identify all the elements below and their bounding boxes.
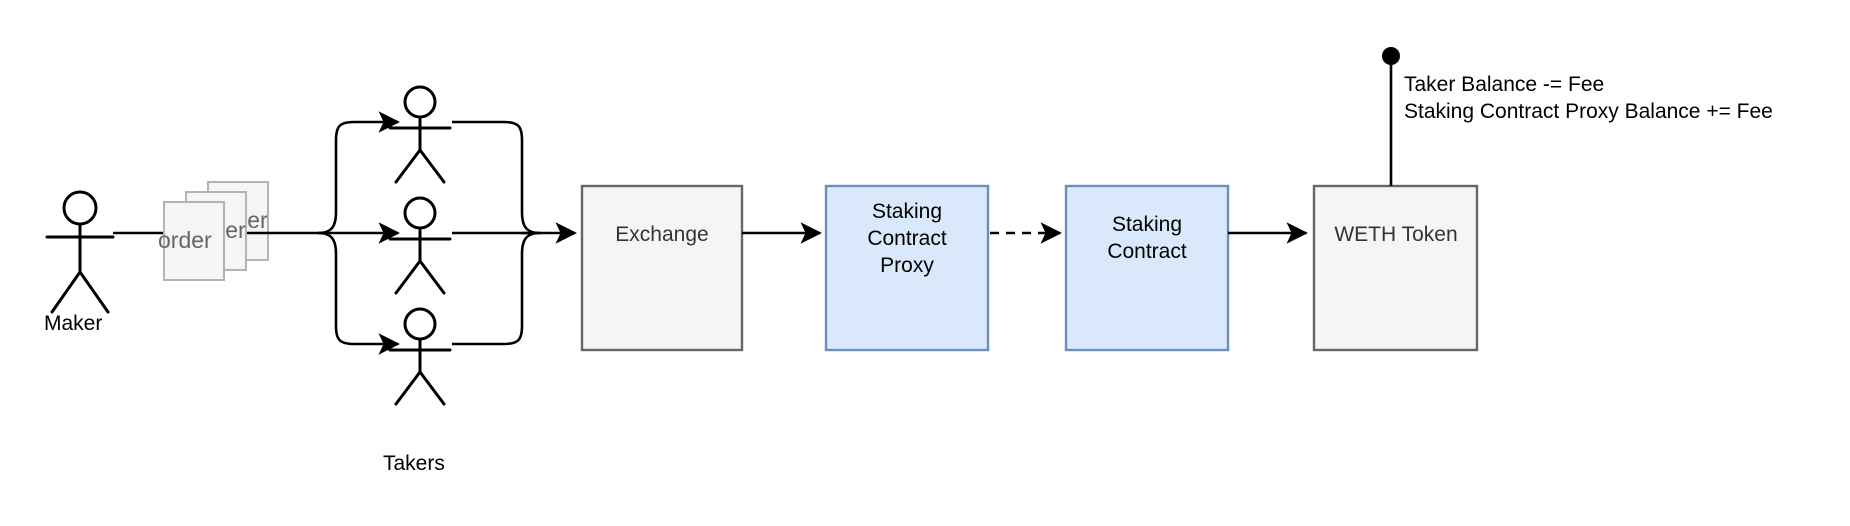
node-weth-token[interactable]: WETH Token	[1312, 184, 1479, 352]
stick-figure-icon	[403, 196, 437, 230]
node-staking-contract-proxy-label-line-2: Contract	[867, 227, 947, 250]
actor-taker-2	[388, 196, 452, 295]
actor-taker-1	[388, 85, 452, 184]
edge-group-orders-to-takers	[247, 111, 400, 355]
actor-label-takers: Takers	[383, 452, 445, 475]
node-weth-token-box[interactable]	[1312, 184, 1479, 352]
taker-1-leg-left	[394, 148, 422, 184]
weth-balance-annotation: Taker Balance -= Fee Staking Contract Pr…	[1382, 47, 1773, 186]
order-card-front	[163, 201, 225, 281]
node-staking-contract-label-line-2: Contract	[1107, 240, 1187, 263]
stick-figure-icon	[403, 307, 437, 341]
stick-figure-icon	[403, 85, 437, 119]
taker-2-leg-right	[418, 259, 446, 295]
node-staking-contract-proxy-label-line-1: Staking	[872, 200, 942, 223]
node-staking-contract-proxy-box[interactable]	[824, 184, 990, 352]
taker-3-leg-left	[394, 370, 422, 406]
node-exchange-box[interactable]	[580, 184, 744, 352]
node-staking-contract-box[interactable]	[1064, 184, 1230, 352]
actor-taker-3: Takers	[383, 307, 452, 475]
node-exchange-label: Exchange	[615, 223, 708, 246]
node-staking-contract-proxy-label-line-3: Proxy	[880, 254, 934, 277]
annotation-line-2: Staking Contract Proxy Balance += Fee	[1404, 100, 1773, 123]
maker-leg-left	[50, 270, 82, 314]
actor-maker: Maker	[44, 190, 115, 335]
edge-group-takers-to-exchange	[452, 120, 577, 346]
edge-orders-to-taker-1	[317, 111, 400, 235]
edge-taker-3-merge	[452, 231, 541, 346]
node-exchange[interactable]: Exchange	[580, 184, 744, 352]
taker-3-leg-right	[418, 370, 446, 406]
actor-label-maker: Maker	[44, 312, 102, 335]
order-card-front-label: order	[158, 227, 212, 253]
taker-2-leg-left	[394, 259, 422, 295]
node-weth-token-label: WETH Token	[1334, 223, 1457, 246]
order-stack: order order order	[158, 181, 269, 281]
maker-leg-right	[78, 270, 110, 314]
node-staking-contract[interactable]: Staking Contract	[1064, 184, 1230, 352]
taker-1-leg-right	[418, 148, 446, 184]
stick-figure-icon	[62, 190, 98, 226]
annotation-line-1: Taker Balance -= Fee	[1404, 73, 1604, 96]
node-staking-contract-label-line-1: Staking	[1112, 213, 1182, 236]
edge-orders-to-taker-3	[317, 231, 400, 355]
node-staking-contract-proxy[interactable]: Staking Contract Proxy	[824, 184, 990, 352]
filled-dot-icon	[1382, 47, 1400, 65]
edge-taker-1-merge	[452, 120, 541, 235]
